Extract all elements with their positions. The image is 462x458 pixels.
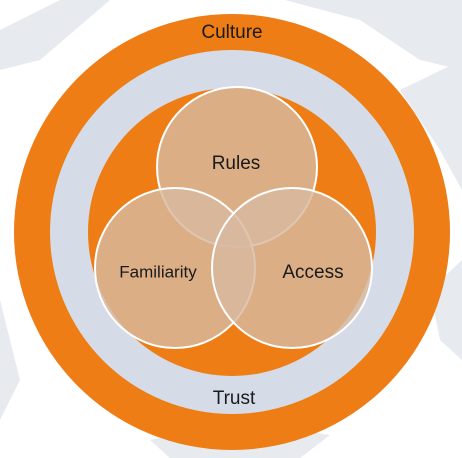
familiarity-label: Familiarity <box>119 262 197 281</box>
background-shape <box>400 60 462 190</box>
culture-label: Culture <box>201 22 262 43</box>
venn-diagram <box>94 86 373 349</box>
venn-circle-access <box>211 187 373 349</box>
trust-label: Trust <box>213 388 256 409</box>
background-shape <box>285 0 462 70</box>
background-shape <box>0 300 20 420</box>
rules-label: Rules <box>212 153 261 174</box>
background-shape <box>0 0 110 70</box>
access-label: Access <box>282 262 343 283</box>
